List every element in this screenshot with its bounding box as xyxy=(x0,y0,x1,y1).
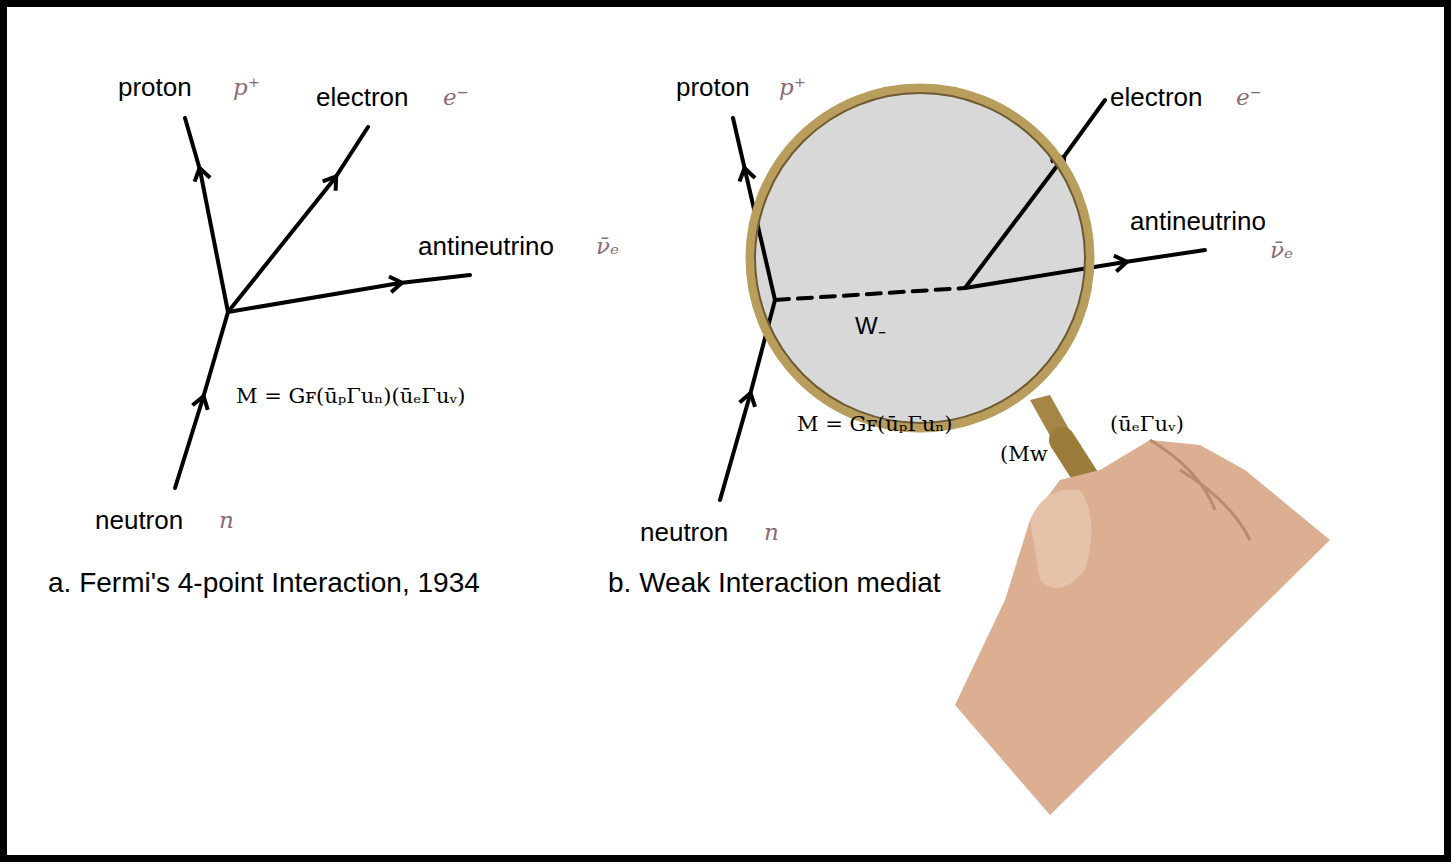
particle-symbol: ν̄ₑ xyxy=(596,234,619,259)
particle-name: electron xyxy=(316,83,409,112)
particle-name: antineutrino xyxy=(1130,207,1266,236)
particle-symbol: p⁺ xyxy=(233,75,260,100)
particle-symbol: e⁻ xyxy=(1236,85,1262,110)
sub-caption: b. Weak Interaction mediat xyxy=(608,568,941,599)
amplitude-formula: M = Gꜰ(ūₚΓuₙ)(ūₑΓuᵥ) xyxy=(236,385,465,408)
hand xyxy=(955,440,1330,815)
particle-name: proton xyxy=(676,73,750,102)
particle-name: neutron xyxy=(640,518,728,547)
boson-label: W₋ xyxy=(855,313,886,339)
thumb xyxy=(1030,489,1091,588)
finger-creases xyxy=(1150,440,1250,540)
feynman-illustration xyxy=(7,7,1444,855)
particle-name: antineutrino xyxy=(418,232,554,261)
amplitude-formula: M = Gꜰ(ūₚΓuₙ) xyxy=(797,413,953,436)
lens-rim-inner xyxy=(755,93,1085,423)
fermi-vertex-lines xyxy=(175,118,470,488)
amplitude-formula: (ūₑΓuᵥ) xyxy=(1110,413,1184,436)
particle-symbol: n xyxy=(764,520,779,545)
w-exchange-lines xyxy=(720,100,1205,500)
particle-symbol: n xyxy=(219,508,234,533)
sub-caption: a. Fermi's 4-point Interaction, 1934 xyxy=(48,568,480,599)
particle-symbol: ν̄ₑ xyxy=(1270,238,1293,263)
particle-name: electron xyxy=(1110,83,1203,112)
amplitude-formula: (Mᴡ xyxy=(1000,443,1048,466)
particle-symbol: p⁺ xyxy=(779,75,806,100)
particle-symbol: e⁻ xyxy=(443,85,469,110)
lens-rim xyxy=(750,88,1090,428)
particle-name: proton xyxy=(118,73,192,102)
particle-name: neutron xyxy=(95,506,183,535)
